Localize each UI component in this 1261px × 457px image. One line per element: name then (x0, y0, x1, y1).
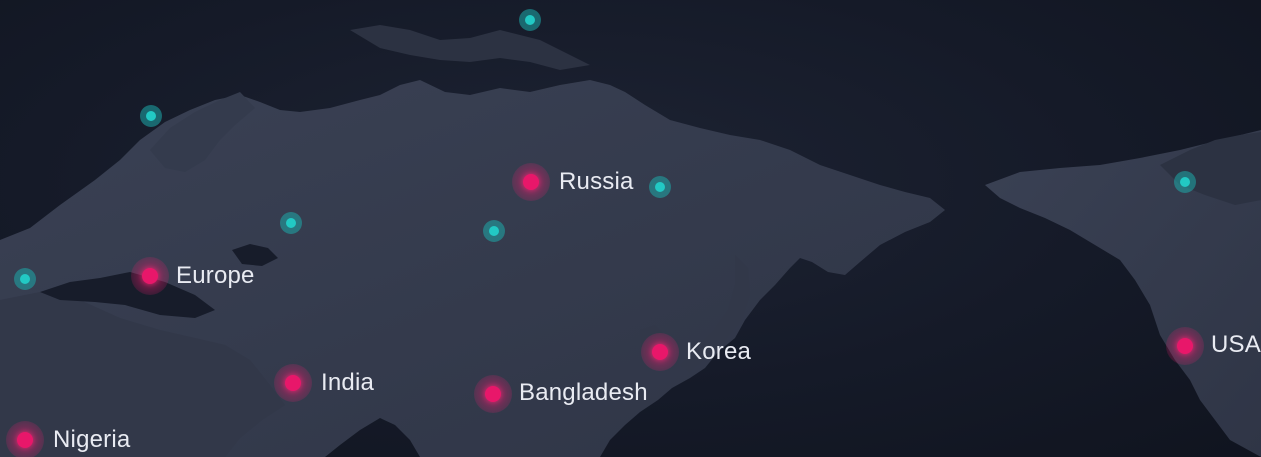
nigeria-label: Nigeria (53, 426, 131, 453)
usa-label: USA (1211, 331, 1261, 358)
arctic-islands (350, 25, 590, 70)
india-marker[interactable] (274, 364, 312, 402)
teal-location-marker[interactable] (649, 176, 671, 198)
teal-location-marker[interactable] (483, 220, 505, 242)
korea-marker[interactable] (641, 333, 679, 371)
teal-location-marker[interactable] (1174, 171, 1196, 193)
teal-location-marker[interactable] (519, 9, 541, 31)
europe-marker[interactable] (131, 257, 169, 295)
mediterranean-sea (40, 272, 215, 318)
bangladesh-label: Bangladesh (519, 379, 648, 406)
japan-landmass (680, 255, 750, 372)
korea-label: Korea (686, 338, 752, 365)
russia-marker[interactable] (512, 163, 550, 201)
nigeria-marker[interactable] (6, 421, 44, 457)
teal-location-marker[interactable] (140, 105, 162, 127)
scandinavia-landmass (150, 92, 255, 172)
russia-label: Russia (559, 168, 634, 195)
india-label: India (321, 369, 375, 396)
bangladesh-marker[interactable] (474, 375, 512, 413)
usa-marker[interactable] (1166, 327, 1204, 365)
europe-label: Europe (176, 262, 255, 289)
caspian-sea (232, 244, 278, 266)
north-america-landmass (985, 130, 1261, 457)
africa-arabia-landmass (0, 292, 285, 457)
teal-location-marker[interactable] (14, 268, 36, 290)
teal-location-marker[interactable] (280, 212, 302, 234)
